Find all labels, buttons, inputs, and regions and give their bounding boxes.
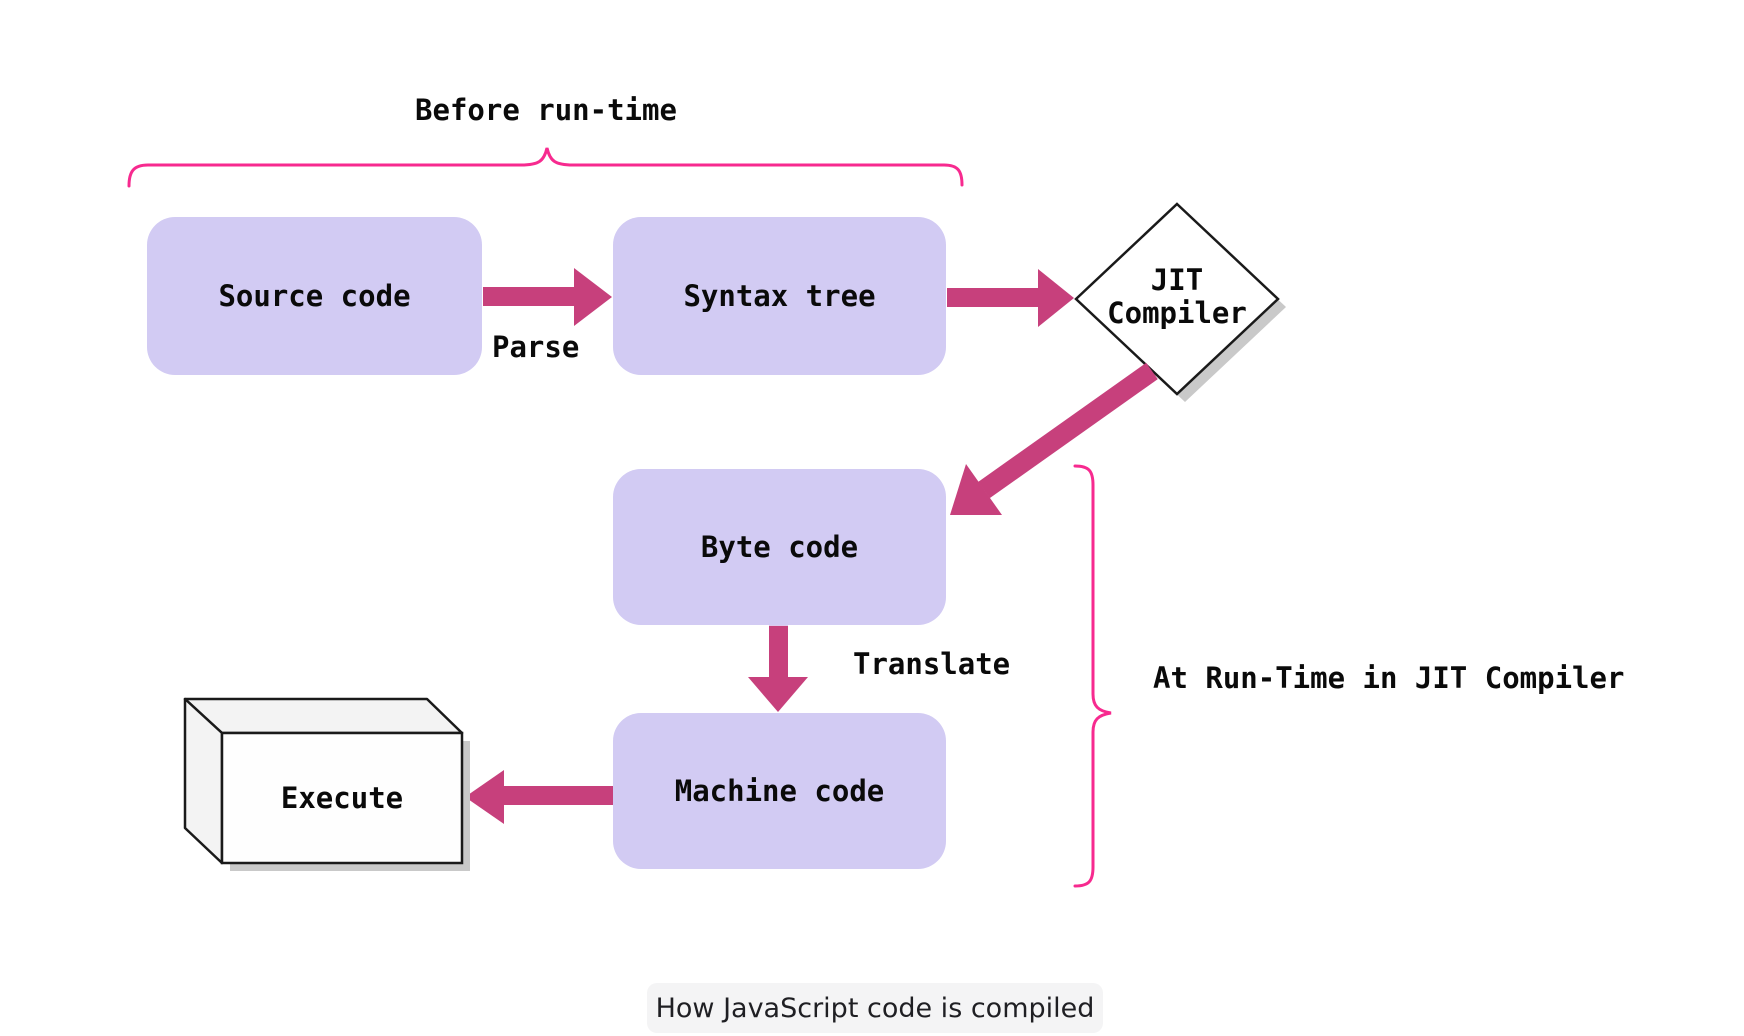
syntax-to-jit-arrow-head [1038,269,1074,327]
source-code-node: Source code [147,217,482,375]
at-runtime-label: At Run-Time in JIT Compiler [1153,661,1625,695]
jit-compiler-diamond [1074,202,1280,396]
caption-text: How JavaScript code is compiled [655,992,1095,1024]
parse-arrow-head [574,268,612,326]
translate-label: Translate [853,647,1011,681]
jit-to-byte-arrow [950,362,1158,515]
jit-compiler-label: JIT Compiler [1076,264,1278,330]
before-runtime-label: Before run-time [415,93,677,127]
syntax-to-jit-arrow [947,269,1074,327]
byte-code-node: Byte code [613,469,946,625]
syntax-to-jit-arrow-shaft [947,288,1038,307]
machine-code-node: Machine code [613,713,946,869]
before-runtime-brace [127,147,964,188]
parse-label: Parse [492,330,580,364]
syntax-tree-node: Syntax tree [613,217,946,375]
translate-arrow-head [748,677,808,712]
source-code-label: Source code [218,279,411,313]
parse-arrow [483,268,612,326]
byte-code-label: Byte code [700,530,859,564]
machine-to-execute-arrow [465,770,614,824]
machine-to-execute-arrow-head [465,770,504,824]
translate-arrow [748,626,808,712]
caption-box: How JavaScript code is compiled [647,983,1103,1033]
machine-to-execute-arrow-shaft [502,786,614,805]
jit-compiler-label-line1: JIT [1150,263,1204,297]
execute-label: Execute [280,781,404,815]
jit-to-byte-arrow-shaft [978,362,1158,499]
parse-arrow-shaft [483,287,576,306]
jit-to-byte-arrow-head [950,464,1002,515]
translate-arrow-shaft [769,626,788,679]
jit-compiler-label-line2: Compiler [1107,296,1247,330]
execute-cube-front-face [220,731,464,865]
syntax-tree-label: Syntax tree [683,279,876,313]
at-runtime-brace [1073,464,1112,888]
machine-code-label: Machine code [674,774,885,808]
execute-cube-top-face [183,697,464,735]
